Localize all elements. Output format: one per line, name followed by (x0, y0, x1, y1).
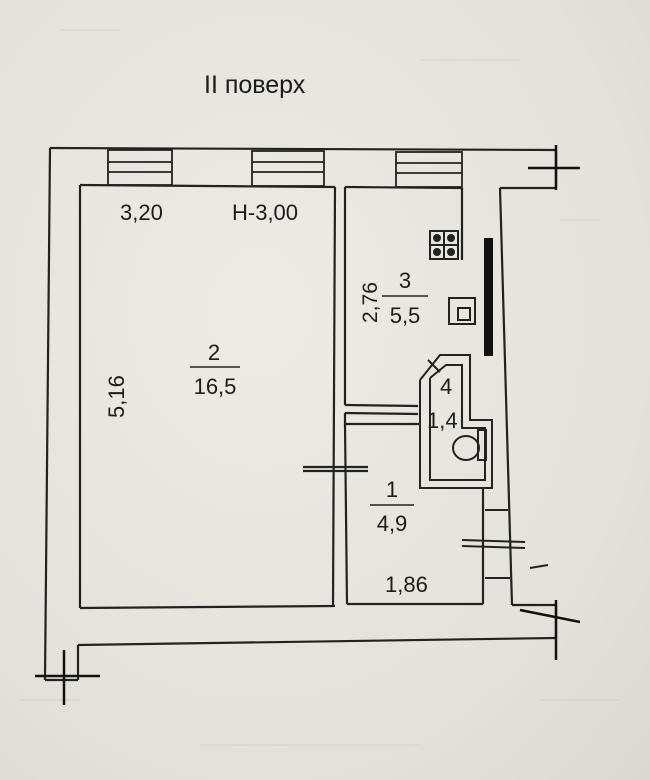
exterior-walls (43, 146, 558, 682)
stairs (461, 509, 549, 579)
sink-icon (448, 297, 476, 325)
room4-number: 4 (440, 374, 452, 399)
section-marks (35, 145, 581, 705)
room1-width-label: 1,86 (385, 572, 428, 597)
room1-number: 1 (386, 477, 398, 502)
windows (107, 149, 463, 188)
room2-number: 2 (208, 340, 220, 365)
toilet-icon (452, 429, 487, 461)
room4-area: 1,4 (427, 408, 458, 433)
ceiling-height-label: Н-3,00 (232, 200, 298, 225)
interior-walls (303, 185, 485, 607)
room1-area: 4,9 (377, 511, 408, 536)
floor-title: II поверх (204, 71, 306, 99)
room2-length-label: 5,16 (104, 375, 129, 418)
room2-area: 16,5 (194, 374, 237, 399)
room3-area: 5,5 (390, 303, 421, 328)
room3-number: 3 (399, 268, 411, 293)
room2-width-label: 3,20 (120, 200, 163, 225)
bathroom-walls (419, 354, 493, 489)
stove-icon (429, 230, 459, 260)
room3-length-label: 2,76 (359, 282, 382, 323)
ventilation-duct (484, 238, 493, 356)
paper-texture (20, 29, 620, 746)
